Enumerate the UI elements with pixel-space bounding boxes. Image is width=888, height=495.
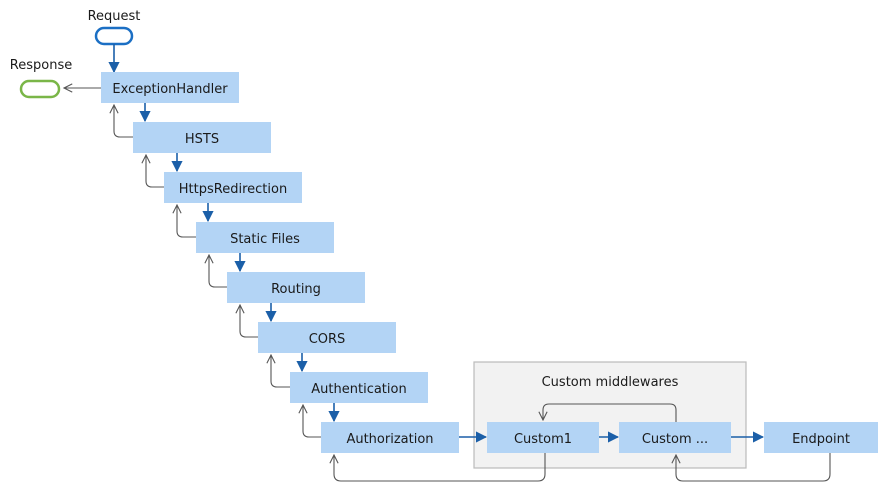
pipeline-box-authorization: Authorization xyxy=(321,422,459,453)
pipeline-label: HttpsRedirection xyxy=(179,182,287,197)
pipeline-box-https-redirection: HttpsRedirection xyxy=(164,172,302,203)
request-terminal xyxy=(94,26,134,46)
pipeline-label: Routing xyxy=(271,282,321,297)
request-flow-arrows xyxy=(139,103,765,443)
pipeline-box-hsts: HSTS xyxy=(133,122,271,153)
response-flow-arrows xyxy=(114,105,831,482)
pipeline-label: Authentication xyxy=(311,382,406,397)
pipeline-box-static-files: Static Files xyxy=(196,222,334,253)
custom-box-custom-more: Custom ... xyxy=(619,422,731,453)
custom-label: Custom ... xyxy=(642,432,708,447)
pipeline-box-exception-handler: ExceptionHandler xyxy=(101,72,239,103)
endpoint-label: Endpoint xyxy=(792,432,850,447)
pipeline-label: Authorization xyxy=(346,432,433,447)
pipeline-box-routing: Routing xyxy=(227,272,365,303)
pipeline-label: CORS xyxy=(309,332,346,347)
pipeline-label: HSTS xyxy=(185,132,219,147)
response-label: Response xyxy=(10,58,72,73)
custom-label: Custom1 xyxy=(514,432,572,447)
pipeline-label: ExceptionHandler xyxy=(112,82,228,97)
request-label: Request xyxy=(88,9,141,24)
pipeline-box-authentication: Authentication xyxy=(290,372,428,403)
pipeline-box-cors: CORS xyxy=(258,322,396,353)
response-terminal xyxy=(19,79,61,99)
endpoint-box: Endpoint xyxy=(764,422,878,453)
custom-middlewares-label: Custom middlewares xyxy=(542,375,679,390)
pipeline-label: Static Files xyxy=(230,232,300,247)
custom-box-custom1: Custom1 xyxy=(487,422,599,453)
